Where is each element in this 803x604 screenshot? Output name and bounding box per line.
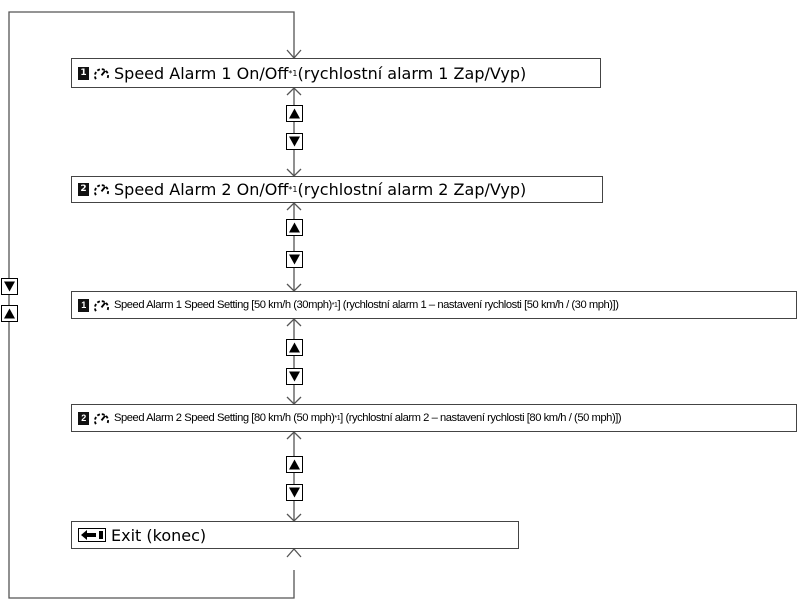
item-translation: ] (rychlostní alarm 1 – nastavení rychlo… [337,299,619,311]
speedometer-icon [94,67,109,80]
down-button [286,368,303,385]
item-number-badge: 1 [78,66,89,80]
item-number-badge: 2 [78,183,89,196]
loop-up-button [1,305,18,322]
item-label: Speed Alarm 2 On/Off [114,180,289,199]
footnote-mark: *1 [334,414,341,422]
menu-item-speed-alarm-1-toggle: 1 Speed Alarm 1 On/Off*1 (rychlostní ala… [71,58,601,88]
loop-down-button [1,278,18,295]
menu-item-speed-alarm-2-toggle: 2 Speed Alarm 2 On/Off*1 (rychlostní ala… [71,176,603,203]
up-triangle-icon [289,342,300,353]
speedometer-icon [94,299,109,312]
footnote-mark: *1 [288,68,298,78]
down-triangle-icon [289,371,300,382]
item-translation: (rychlostní alarm 1 Zap/Vyp) [297,63,527,83]
up-triangle-icon [289,222,300,233]
item-label: Speed Alarm 1 On/Off [114,63,289,83]
down-triangle-icon [4,281,15,292]
speedometer-icon [94,412,109,425]
down-triangle-icon [289,136,300,147]
up-button [286,219,303,236]
down-button [286,484,303,501]
up-button [286,105,303,122]
speedometer-icon [94,184,109,196]
up-button [286,456,303,473]
item-translation: (rychlostní alarm 2 Zap/Vyp) [297,180,527,199]
menu-item-speed-alarm-1-setting: 1 Speed Alarm 1 Speed Setting [50 km/h (… [71,291,797,319]
down-triangle-icon [289,487,300,498]
item-translation: ] (rychlostní alarm 2 – nastavení rychlo… [340,412,622,424]
item-label: Speed Alarm 1 Speed Setting [50 km/h (30… [114,299,332,311]
up-button [286,339,303,356]
item-label: Speed Alarm 2 Speed Setting [80 km/h (50… [114,412,335,424]
down-button [286,251,303,268]
arrowhead-bottom [286,548,302,558]
up-triangle-icon [289,108,300,119]
menu-item-speed-alarm-2-setting: 2 Speed Alarm 2 Speed Setting [80 km/h (… [71,404,797,432]
item-number-badge: 2 [78,411,89,425]
footnote-mark: *1 [288,185,298,194]
menu-item-exit: Exit (konec) [71,521,519,549]
item-label: Exit (konec) [111,525,207,545]
down-triangle-icon [289,254,300,265]
up-triangle-icon [289,459,300,470]
footnote-mark: *1 [331,301,338,309]
up-triangle-icon [4,308,15,319]
down-button [286,133,303,150]
exit-arrow-icon [78,528,106,542]
item-number-badge: 1 [78,298,89,312]
